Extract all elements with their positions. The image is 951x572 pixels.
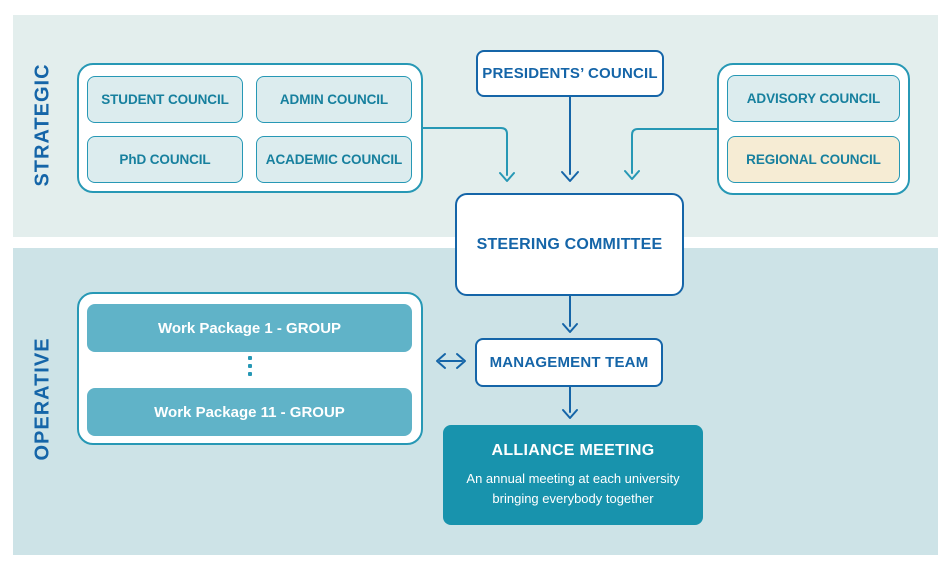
academic-council-box: ACADEMIC COUNCIL	[256, 136, 412, 183]
steering-committee-box: STEERING COMMITTEE	[455, 193, 684, 296]
work-package-11-box: Work Package 11 - GROUP	[87, 388, 412, 436]
admin-council-box: ADMIN COUNCIL	[256, 76, 412, 123]
work-package-group: Work Package 1 - GROUP Work Package 11 -…	[77, 292, 423, 445]
alliance-meeting-description: An annual meeting at each university bri…	[466, 471, 680, 506]
phd-council-box: PhD COUNCIL	[87, 136, 243, 183]
council-group-right: ADVISORY COUNCIL REGIONAL COUNCIL	[717, 63, 910, 195]
student-council-box: STUDENT COUNCIL	[87, 76, 243, 123]
advisory-council-box: ADVISORY COUNCIL	[727, 75, 900, 122]
regional-council-box: REGIONAL COUNCIL	[727, 136, 900, 183]
work-package-1-box: Work Package 1 - GROUP	[87, 304, 412, 352]
dot	[248, 372, 252, 376]
alliance-meeting-box: ALLIANCE MEETING An annual meeting at ea…	[443, 425, 703, 525]
strategic-section-label: STRATEGIC	[31, 63, 54, 187]
council-group-left: STUDENT COUNCIL ADMIN COUNCIL PhD COUNCI…	[77, 63, 423, 193]
ellipsis-dots	[79, 356, 421, 376]
management-team-box: MANAGEMENT TEAM	[475, 338, 663, 387]
presidents-council-box: PRESIDENTS’ COUNCIL	[476, 50, 664, 97]
alliance-meeting-title: ALLIANCE MEETING	[491, 442, 655, 459]
operative-section-label: OPERATIVE	[31, 337, 54, 461]
dot	[248, 364, 252, 368]
dot	[248, 356, 252, 360]
